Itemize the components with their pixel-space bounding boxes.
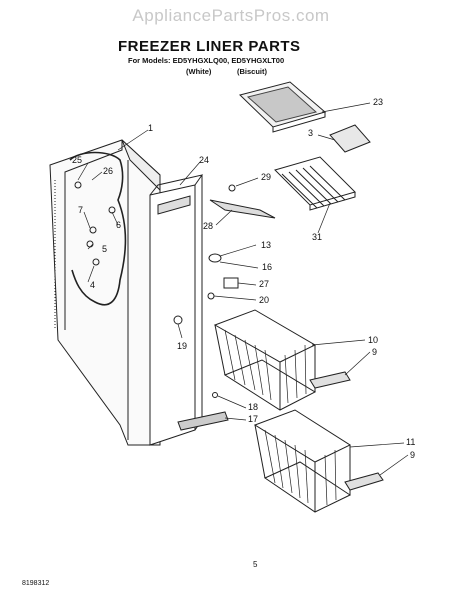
callout-3: 3 — [308, 128, 314, 138]
callout-24: 24 — [199, 155, 210, 165]
callout-20: 20 — [259, 295, 270, 305]
callout-27: 27 — [259, 279, 270, 289]
callout-28: 28 — [203, 221, 214, 231]
shelf-support — [209, 184, 276, 219]
callout-23: 23 — [373, 97, 384, 107]
callout-13: 13 — [261, 240, 272, 250]
page-title: FREEZER LINER PARTS — [118, 38, 301, 55]
callout-11: 11 — [406, 437, 416, 447]
page-number: 5 — [253, 560, 258, 569]
top-shelf-glass — [239, 81, 327, 133]
callout-5: 5 — [102, 244, 108, 254]
variant-biscuit: (Biscuit) — [237, 67, 267, 76]
callout-25: 25 — [72, 155, 83, 165]
freezer-liner — [49, 139, 161, 446]
wire-shelf — [274, 156, 356, 211]
divider-panel — [149, 174, 204, 446]
basket-front-lower — [344, 472, 384, 491]
callout-26: 26 — [103, 166, 114, 176]
bottom-trim — [177, 392, 229, 431]
callout-16: 16 — [262, 262, 273, 272]
callout-1: 1 — [148, 123, 154, 133]
lower-basket — [253, 409, 352, 513]
callout-6: 6 — [116, 220, 122, 230]
variant-white: (White) — [186, 67, 212, 76]
callout-10: 10 — [368, 335, 379, 345]
watermark: AppliancePartsPros.com — [132, 6, 330, 25]
document-id: 8198312 — [22, 580, 50, 587]
upper-basket — [213, 309, 317, 411]
callout-9-upper: 9 — [372, 347, 378, 357]
leader-lines — [77, 102, 409, 476]
models-line: For Models: ED5YHGXLQ00, ED5YHGXLT00 — [128, 56, 285, 65]
callout-31: 31 — [312, 232, 323, 242]
callout-18: 18 — [248, 402, 259, 412]
basket-front-upper — [309, 371, 351, 389]
callout-29: 29 — [261, 172, 272, 182]
callout-4: 4 — [90, 280, 96, 290]
callout-19: 19 — [177, 341, 188, 351]
callout-9-lower: 9 — [410, 450, 416, 460]
shelf-trim — [329, 124, 371, 153]
callout-17: 17 — [248, 414, 259, 424]
callout-7: 7 — [78, 205, 84, 215]
